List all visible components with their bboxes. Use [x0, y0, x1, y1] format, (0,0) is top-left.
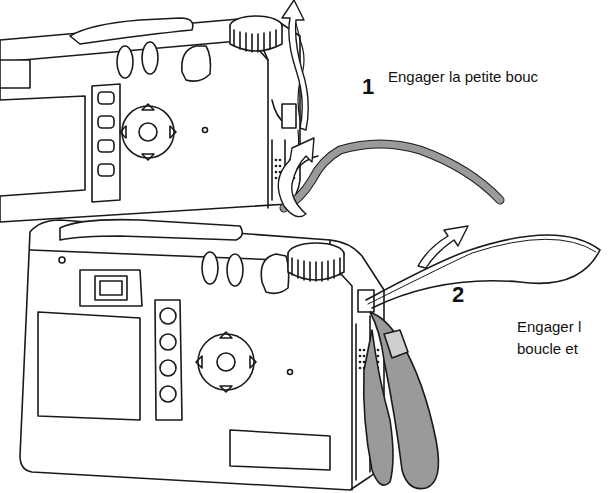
callout-number: 1	[362, 74, 374, 100]
arrow-2	[418, 226, 468, 268]
instruction-text: boucle et	[517, 340, 578, 357]
direction-arrows	[278, 0, 468, 268]
instruction-text: Engager la petite bouc	[388, 68, 538, 85]
hand-strap	[282, 14, 600, 489]
arrow-curl	[278, 138, 314, 217]
camera-top	[0, 16, 300, 222]
arrow-up	[282, 0, 308, 130]
callout-number: 2	[452, 282, 464, 308]
instruction-text: Engager l	[517, 318, 581, 335]
camera-bottom	[20, 220, 384, 490]
